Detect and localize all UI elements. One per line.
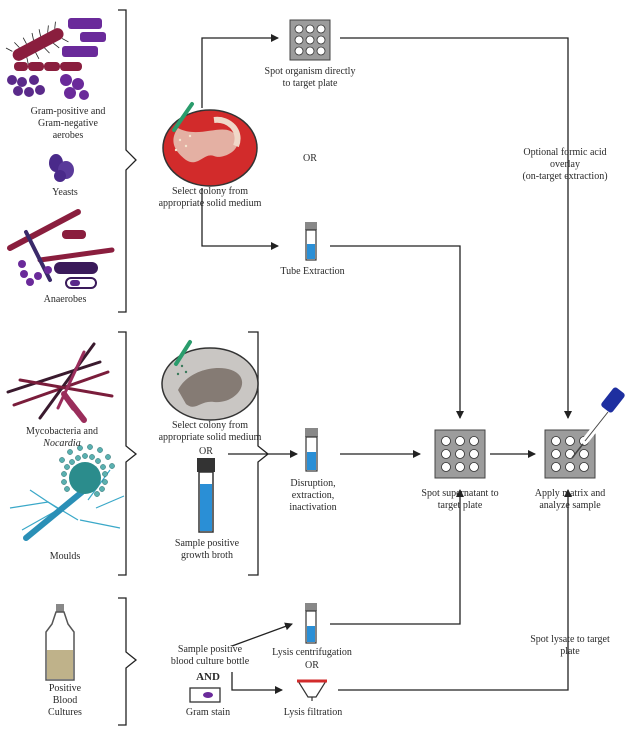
blood-culture-bottle-icon bbox=[45, 604, 75, 681]
label-lysis-filtration: Lysis filtration bbox=[283, 707, 343, 718]
label-nocardia: Nocardia bbox=[43, 438, 81, 449]
gram-stain-slide-icon bbox=[189, 687, 221, 703]
label-spot-directly: Spot organism directly to target plate bbox=[264, 66, 356, 89]
label-anaerobes: Anaerobes bbox=[43, 294, 87, 305]
label-spot-supernatant: Spot supernatant to target plate bbox=[421, 488, 499, 511]
label-blood-cultures: Positive Blood Cultures bbox=[48, 683, 82, 718]
red-agar-plate-icon bbox=[162, 102, 258, 187]
label-sample-broth: Sample positive growth broth bbox=[174, 538, 240, 561]
label-select-colony-2: Select colony from appropriate solid med… bbox=[158, 420, 262, 443]
label-lysis-centrifugation: Lysis centrifugation bbox=[272, 647, 352, 658]
yeasts-icon bbox=[49, 154, 74, 182]
label-disruption: Disruption, extraction, inactivation bbox=[289, 478, 337, 513]
target-plate-top-icon bbox=[289, 19, 331, 61]
left-brace-group-2 bbox=[118, 331, 138, 576]
label-apply-matrix: Apply matrix and analyze sample bbox=[534, 488, 606, 511]
target-plate-middle-icon bbox=[434, 429, 486, 479]
broth-tube-icon bbox=[197, 458, 215, 533]
label-formic-acid: Optional formic acid overlay (on-target … bbox=[522, 147, 608, 182]
label-or-1: OR bbox=[303, 153, 317, 164]
label-and: AND bbox=[196, 671, 220, 683]
label-tube-extraction: Tube Extraction bbox=[280, 266, 345, 277]
label-yeasts: Yeasts bbox=[52, 187, 78, 198]
label-aerobes: Gram-positive and Gram-negative aerobes bbox=[30, 106, 106, 141]
label-mycobacteria-line1: Mycobacteria and bbox=[26, 426, 98, 437]
mycobacteria-icon bbox=[6, 342, 114, 423]
label-spot-lysate: Spot lysate to target plate bbox=[530, 634, 610, 657]
anaerobes-icon bbox=[7, 209, 115, 289]
pipette-icon bbox=[571, 387, 625, 459]
label-or-2: OR bbox=[199, 446, 213, 457]
left-brace-group-3 bbox=[118, 597, 138, 726]
tube-extraction-icon bbox=[305, 222, 317, 261]
lysis-tube-icon bbox=[305, 603, 317, 644]
moulds-icon bbox=[9, 444, 125, 541]
label-or-3: OR bbox=[305, 660, 319, 671]
connectors bbox=[201, 34, 572, 694]
target-plate-final-icon bbox=[544, 429, 596, 479]
disruption-tube-icon bbox=[305, 428, 318, 472]
grey-agar-plate-icon bbox=[161, 340, 259, 421]
label-sample-blood: Sample positive blood culture bottle bbox=[170, 644, 250, 667]
left-brace-group-1 bbox=[118, 9, 137, 313]
label-mycobacteria: Mycobacteria and Nocardia bbox=[4, 426, 120, 450]
label-moulds: Moulds bbox=[49, 551, 81, 562]
label-select-colony-1: Select colony from appropriate solid med… bbox=[158, 186, 262, 209]
label-gram-stain: Gram stain bbox=[185, 707, 231, 718]
lysis-filter-icon bbox=[296, 679, 328, 701]
aerobes-icon bbox=[5, 18, 106, 100]
